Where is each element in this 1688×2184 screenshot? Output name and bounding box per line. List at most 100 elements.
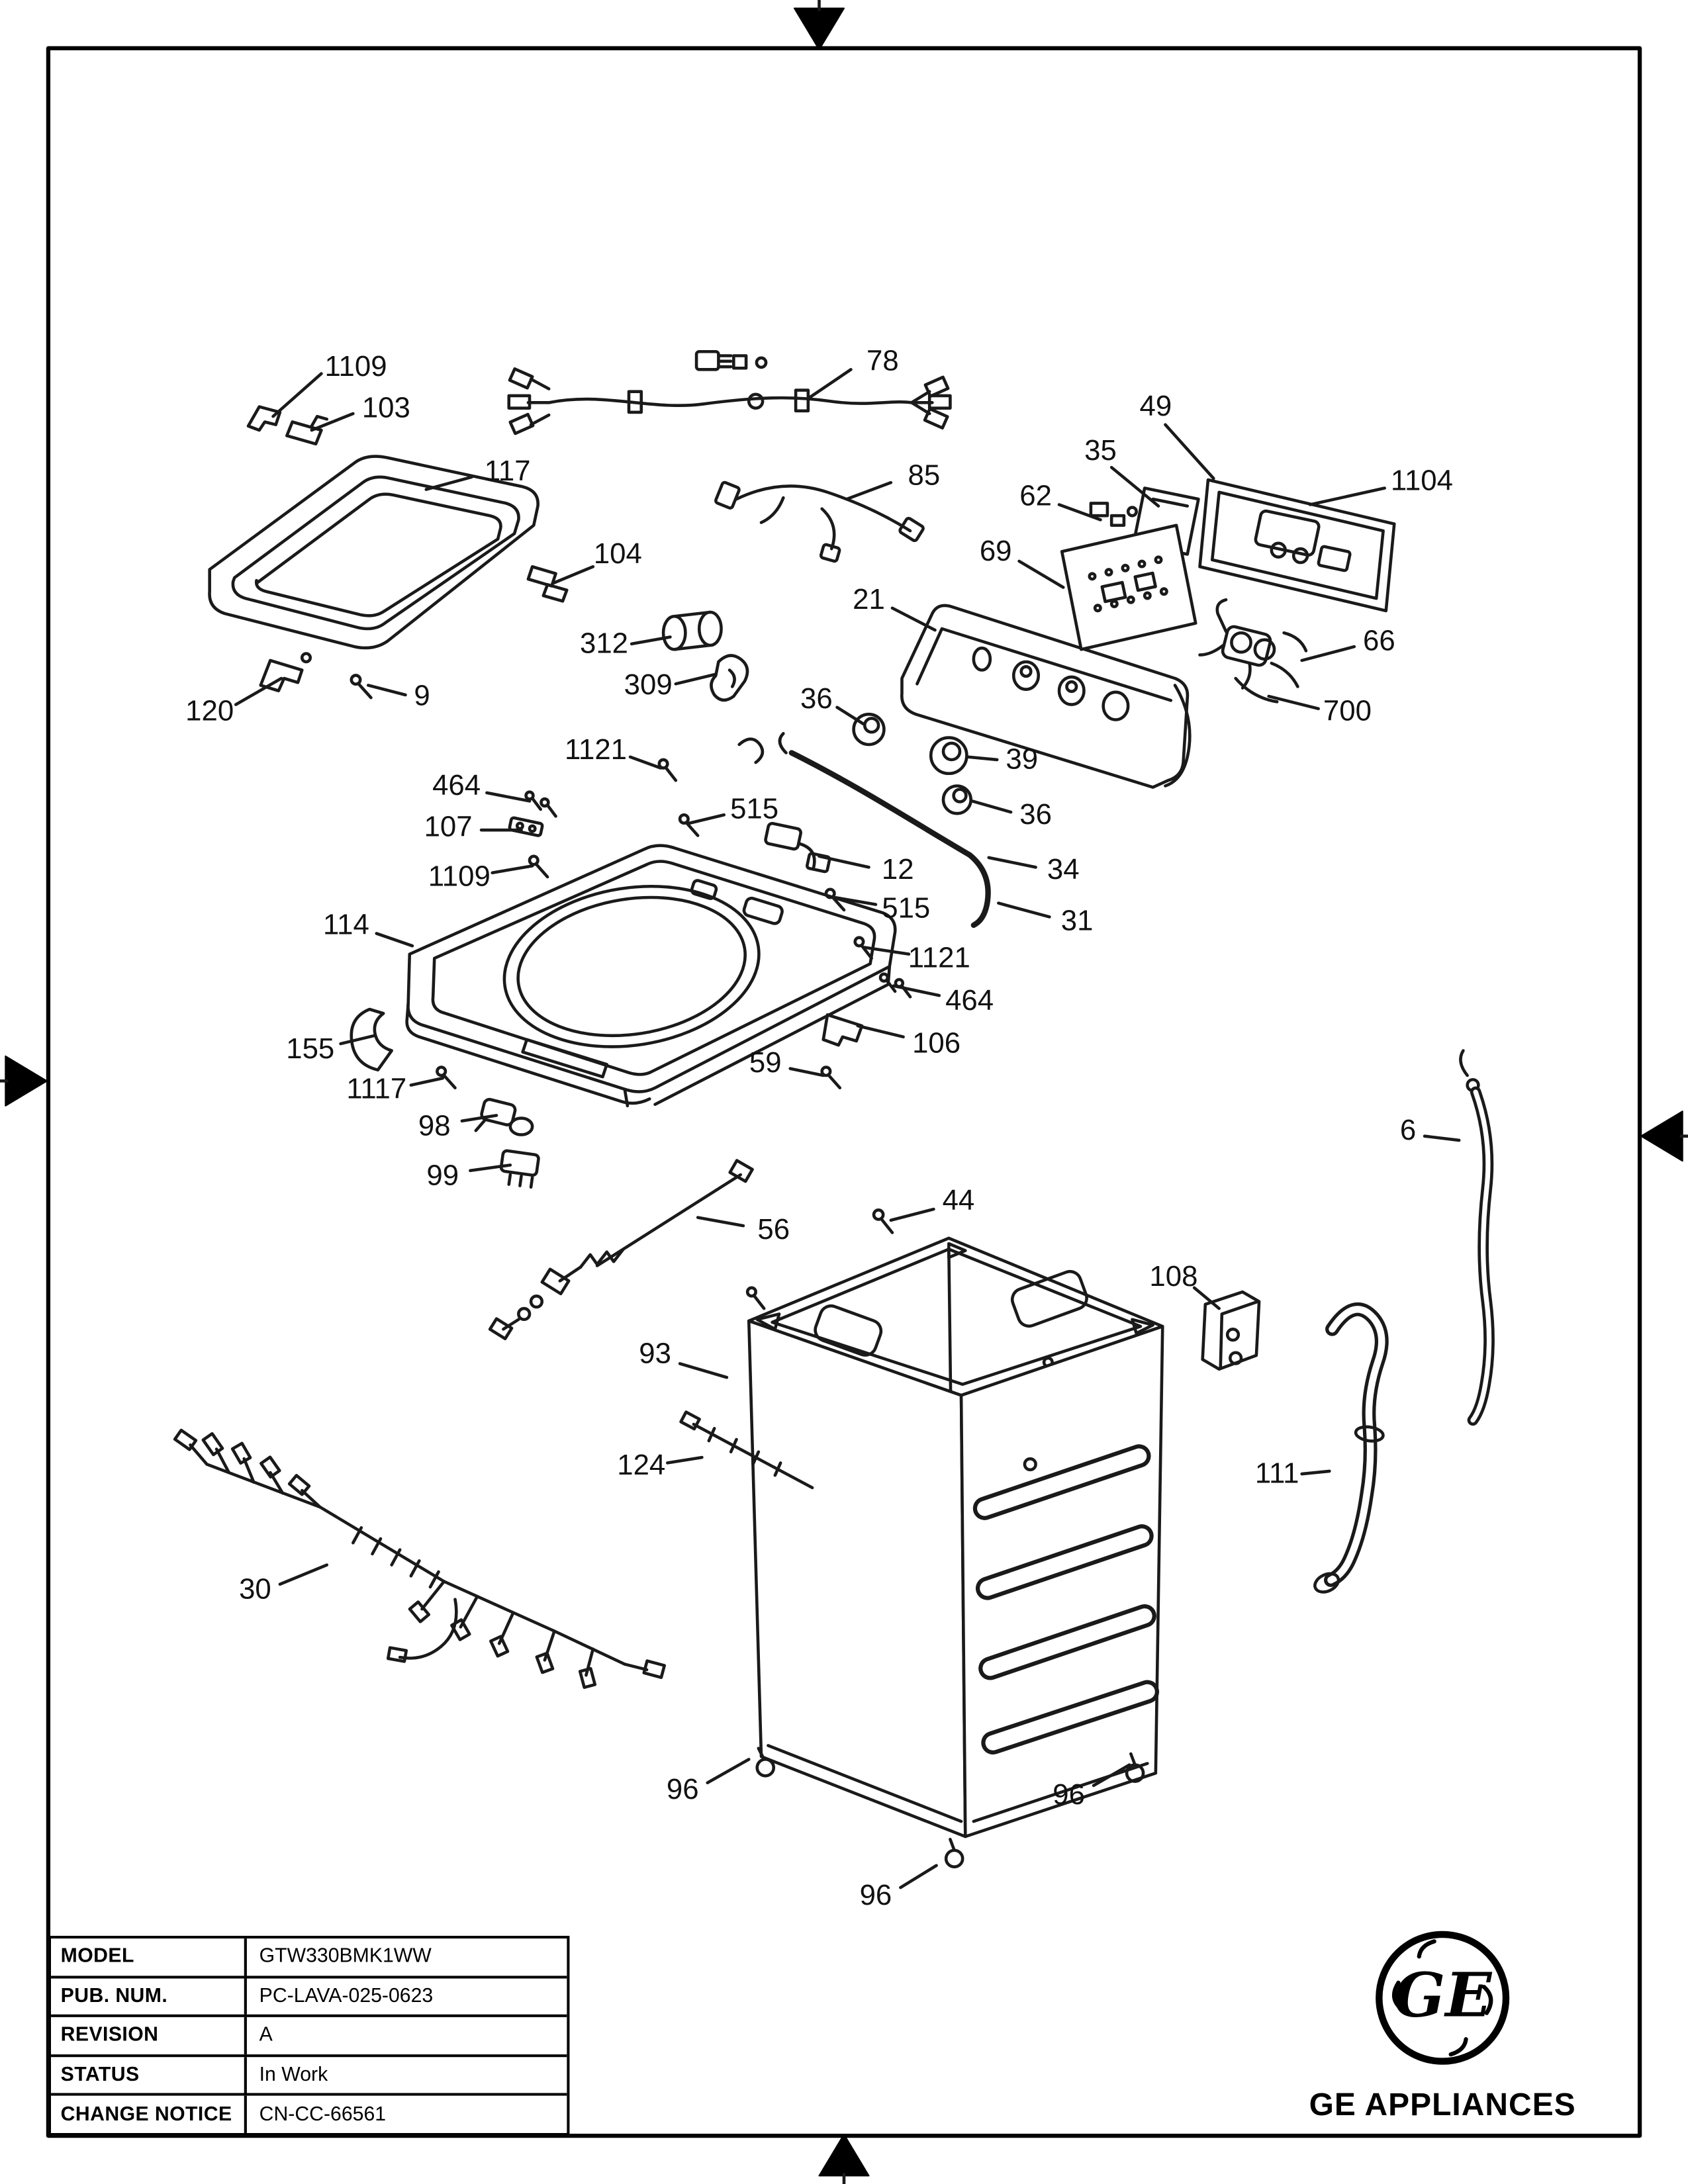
callout-label-59: 59 <box>749 1046 782 1079</box>
callout-label-93: 93 <box>639 1337 671 1369</box>
callout-leader-85 <box>845 480 893 501</box>
title-block-row: PUB. NUM. PC-LAVA-025-0623 <box>51 1978 567 2018</box>
control-board-69 <box>1060 523 1197 651</box>
clip-parts-62 <box>1089 502 1138 527</box>
callout-leader-62 <box>1057 503 1102 522</box>
callout-label-96: 96 <box>860 1879 892 1911</box>
callout-label-124: 124 <box>617 1449 665 1481</box>
callout-label-62: 62 <box>1019 480 1052 512</box>
callout-label-1109: 1109 <box>324 350 387 383</box>
callout-leader-700 <box>1267 694 1320 711</box>
callout-leader-9 <box>366 684 407 697</box>
hinge-104 <box>526 565 569 603</box>
knob-36a <box>852 712 886 747</box>
ge-logo-swirls <box>1392 1939 1493 2057</box>
screws-464a <box>524 790 557 818</box>
bracket-106 <box>821 1013 864 1047</box>
callout-leader-1109 <box>491 864 534 875</box>
callout-label-107: 107 <box>424 811 473 843</box>
screw-1121a <box>657 758 678 782</box>
callout-label-1109: 1109 <box>428 860 491 893</box>
callout-leader-309 <box>674 672 718 686</box>
callout-label-34: 34 <box>1047 853 1080 886</box>
callout-label-1121: 1121 <box>908 942 970 974</box>
callout-leader-464 <box>485 791 532 803</box>
callout-leader-69 <box>1017 559 1065 589</box>
callout-label-1117: 1117 <box>346 1072 406 1105</box>
ge-monogram: GE <box>1393 1960 1492 2031</box>
control-panel-21 <box>900 604 1192 789</box>
callout-label-96: 96 <box>667 1773 699 1805</box>
callout-label-1121: 1121 <box>565 733 627 766</box>
lid-lock-rod-34-31 <box>778 732 991 929</box>
callout-label-31: 31 <box>1061 904 1094 936</box>
title-block-label-pub-num: PUB. NUM. <box>51 1978 247 2015</box>
callout-label-117: 117 <box>485 455 531 487</box>
callout-label-78: 78 <box>867 344 899 377</box>
title-block-row: REVISION A <box>51 2017 567 2057</box>
connector-99 <box>499 1149 540 1189</box>
lid-part-117 <box>208 455 539 650</box>
callout-label-36: 36 <box>800 682 833 715</box>
registration-arrow-right <box>1640 1111 1688 1162</box>
ge-logo-ring <box>1376 1931 1510 2065</box>
callout-label-309: 309 <box>624 668 673 701</box>
screw-59 <box>820 1066 842 1090</box>
screw-1117 <box>436 1066 457 1090</box>
callout-leader-155 <box>339 1034 377 1046</box>
callout-leader-124 <box>666 1455 704 1465</box>
bolt-top-of-cabinet <box>745 1286 766 1310</box>
title-block-row: MODEL GTW330BMK1WW <box>51 1938 567 1978</box>
callout-leader-6 <box>1423 1134 1461 1142</box>
callout-label-103: 103 <box>362 391 410 424</box>
callout-leader-44 <box>889 1207 935 1222</box>
callout-leader-31 <box>997 901 1051 919</box>
cabinet-93 <box>747 1236 1164 1839</box>
callout-label-155: 155 <box>286 1032 334 1065</box>
wire-harness-85 <box>714 480 925 563</box>
callout-label-39: 39 <box>1006 743 1038 776</box>
callout-leader-99 <box>469 1163 512 1173</box>
registration-arrow-top <box>793 0 845 51</box>
callout-label-104: 104 <box>594 537 642 570</box>
callout-leader-1121 <box>861 945 911 956</box>
callout-leader-30 <box>278 1563 329 1586</box>
callout-leader-312 <box>630 635 672 646</box>
callout-label-30: 30 <box>239 1573 271 1606</box>
callout-label-44: 44 <box>943 1184 975 1216</box>
callout-label-69: 69 <box>980 535 1012 567</box>
sheet-border <box>46 46 1642 2138</box>
callout-leader-66 <box>1300 645 1356 662</box>
callout-leader-1104 <box>1308 486 1386 506</box>
callout-leader-39 <box>966 755 999 762</box>
damper-312 <box>661 610 723 651</box>
wire-harness-30 <box>173 1428 667 1689</box>
callout-leader-104 <box>551 565 595 585</box>
callout-label-96: 96 <box>1053 1778 1085 1811</box>
ge-appliances-wordmark: GE APPLIANCES <box>1309 2087 1576 2122</box>
ge-logo-graphic: GE GE APPLIANCES <box>1309 1931 1576 2122</box>
callout-label-108: 108 <box>1149 1260 1197 1293</box>
callout-label-464: 464 <box>945 984 994 1017</box>
callout-leader-103 <box>310 412 355 432</box>
pressure-hose-6 <box>1459 1049 1495 1426</box>
callout-leader-59 <box>788 1067 825 1077</box>
rod-124 <box>679 1410 814 1490</box>
title-block-label-model: MODEL <box>51 1938 247 1976</box>
callout-label-1104: 1104 <box>1391 465 1453 497</box>
title-block-label-change-notice: CHANGE NOTICE <box>51 2096 247 2133</box>
callout-label-56: 56 <box>757 1213 790 1246</box>
callout-leader-36 <box>835 705 865 726</box>
hook-clip <box>737 737 765 764</box>
title-block-value-revision: A <box>259 2025 273 2047</box>
callout-leader-93 <box>678 1362 729 1379</box>
screw-515a <box>678 813 700 837</box>
callout-label-12: 12 <box>882 853 914 886</box>
top-cover-114 <box>405 844 897 1108</box>
lid-latch-12 <box>764 821 831 874</box>
hinge-bracket-155 <box>350 1007 393 1071</box>
knob-36b <box>941 784 972 815</box>
